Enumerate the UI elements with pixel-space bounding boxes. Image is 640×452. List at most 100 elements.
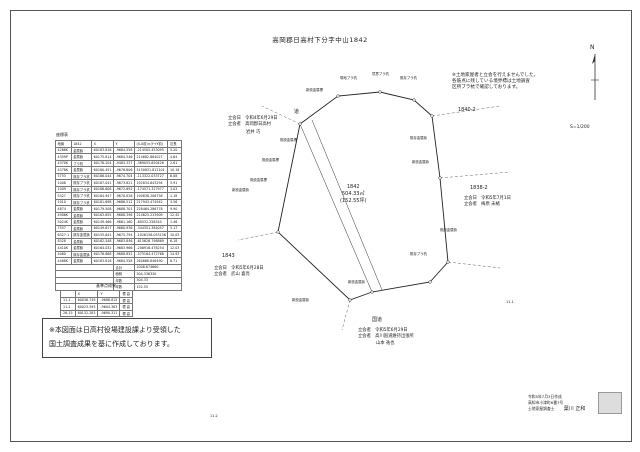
table-cell: 既存プラ杭 (70, 185, 93, 193)
interior-line (311, 119, 383, 291)
boundary-point (298, 122, 302, 126)
right-lot-number: 1840-2 (458, 107, 476, 113)
neighbor-line (431, 105, 501, 117)
boundary-point (428, 280, 432, 284)
stamp-date: 令和5年7月3日作成 (528, 394, 562, 399)
table-cell: 既存プラ杭 (70, 172, 93, 180)
lot-number: 1842 (346, 184, 360, 190)
neighbor-line (341, 299, 351, 331)
note-line: ※本図面は日高村役場建設課より受領した (49, 326, 181, 334)
survey-notice: ※土地家屋者と立会を行えませんでした。 各筋点に残している境界標は土地調査 区所… (452, 73, 562, 92)
north-label: N (590, 44, 595, 51)
boundary-point (348, 298, 352, 302)
bottom-road-label: 国道 (372, 317, 383, 323)
left-lot-number: 1843 (222, 253, 235, 259)
witness-name: 岩井 巧 (246, 130, 261, 135)
lot-info: 1842 504.33㎡ (152.55坪) (340, 184, 366, 205)
bottom-witness: 立会者 令和5年6月29日 立会者 高川国道維持出張所 山本 祐也 (358, 328, 414, 347)
point-label: 既設金属標 (250, 178, 267, 182)
table-cell: 26-15 (60, 309, 76, 317)
table-cell: 60132.283 (74, 309, 99, 317)
witness-line: 立会日 令和4年6月29日 (228, 116, 278, 121)
witness-line: 立会者 梅原 未緒 (464, 201, 500, 207)
right-witness: 立会日 令和5年7月1日 立会者 梅原 未緒 (464, 196, 511, 207)
table-cell: 既存プラ杭 (70, 179, 93, 187)
note-line: 国土調査成果を基に作成しております。 (49, 340, 174, 348)
point-label: 境界プラ杭 (372, 72, 389, 76)
benchmark-caption: 基準点成果 (96, 283, 116, 288)
north-arrow-icon (591, 54, 599, 100)
notice-line: 区所ブラ杭で確認しております。 (452, 85, 521, 91)
page-title: 高岡郡日高村下分字中山1842 (272, 36, 368, 44)
point-label: 既存プラ杭 (400, 76, 417, 80)
boundary-point (446, 260, 450, 264)
table-cell: -9690.311 (97, 309, 121, 317)
witness-line: 立会者 武山 喜亮 (214, 271, 250, 277)
boundary-point (370, 290, 374, 294)
table-cell: 既存金属鋲 (70, 231, 93, 239)
margin-label: 11-2 (210, 414, 218, 418)
stamp-name-line: 土地家屋調査士 葉川 正和 (528, 406, 618, 412)
point-label: 既設金属標 (280, 138, 297, 142)
point-label: 新設金属鋲 (292, 298, 309, 302)
summary-value: 152.55 (133, 283, 182, 291)
interior-line (299, 123, 373, 293)
table-cell: 既存プラ杭 (70, 198, 93, 206)
witness-line: 立会者 高川国道維持出張所 (358, 333, 414, 339)
witness-line: 立会者 高岡郡日高村 (228, 121, 271, 127)
table-cell (54, 283, 115, 291)
notice-line: ※土地家屋者と立会を行えませんでした。 (452, 73, 539, 78)
witness-line: 立会者 令和5年6月29日 (358, 328, 408, 333)
point-label: 新設金属標 (306, 88, 323, 92)
witness-name: 山本 祐也 (376, 341, 395, 346)
surveyor-stamp: 令和5年7月3日作成 高知市小津町6番7号 土地家屋調査士 葉川 正和 (528, 394, 618, 413)
witness-line: 立会日 令和5年7月1日 (464, 196, 511, 201)
margin-label: 11-1 (506, 300, 514, 304)
point-label: 新設金属鋲 (348, 280, 365, 284)
lot-area-tsubo: (152.55坪) (340, 198, 367, 204)
right-lot-number-2: 1838-2 (470, 185, 488, 191)
point-label: 既設金属標 (262, 158, 279, 162)
neighbor-line (237, 231, 279, 241)
boundary-point (412, 98, 416, 102)
boundary-point (438, 176, 442, 180)
neighbor-line (439, 171, 511, 179)
boundary-point (378, 90, 382, 94)
boundary-point (336, 94, 340, 98)
table-cell: 標 高 (119, 309, 134, 317)
witness-line: 立会日 令和5年6月28日 (214, 266, 264, 271)
left-witness: 立会日 令和5年6月28日 立会者 武山 喜亮 (214, 266, 264, 277)
stamp-title: 土地家屋調査士 (528, 406, 555, 412)
table-cell: 既存プラ杭 (70, 192, 93, 200)
road-top-label: 道 (294, 109, 300, 115)
boundary-point (276, 230, 280, 234)
page-frame (10, 10, 632, 442)
point-label: 新設金属鋲 (232, 188, 249, 192)
point-label: 新設金属鋲 (412, 160, 429, 164)
road-top-witness: 立会日 令和4年6月29日 立会者 高岡郡日高村 岩井 巧 (228, 116, 278, 136)
lot-boundary (277, 91, 449, 301)
source-note: ※本図面は日高村役場建設課より受領した 国土調査成果を基に作成しております。 (42, 318, 212, 358)
table-cell: 既存金属鋲 (70, 250, 93, 258)
lot-area: 504.33㎡ (341, 191, 365, 197)
table-header: (X-X前)×(Y+Y前) (133, 140, 169, 148)
point-label: 既存プラ杭 (410, 252, 427, 256)
point-label: 既存金属鋲 (410, 136, 427, 140)
stamp-name: 葉川 正和 (563, 406, 586, 413)
point-label: 現地プラ杭 (340, 76, 357, 80)
coord-table-caption: 座標表 (56, 132, 68, 137)
boundary-point (430, 114, 434, 118)
neighbor-line (447, 261, 501, 269)
stamp-address: 高知市小津町6番7号 (528, 400, 564, 406)
